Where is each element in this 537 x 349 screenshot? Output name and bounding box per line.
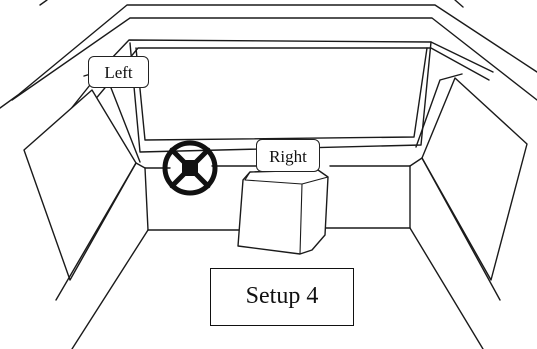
roof-outline bbox=[0, 0, 537, 109]
seat-block-icon bbox=[237, 169, 329, 255]
label-left: Left bbox=[88, 56, 149, 88]
cabin-walls bbox=[135, 157, 423, 231]
floor-lines bbox=[55, 157, 501, 349]
front-windshield bbox=[129, 41, 432, 153]
setup-caption: Setup 4 bbox=[210, 268, 354, 326]
left-window bbox=[23, 69, 141, 281]
label-right: Right bbox=[256, 139, 320, 172]
steering-wheel-icon bbox=[162, 140, 218, 196]
right-window bbox=[415, 73, 528, 281]
